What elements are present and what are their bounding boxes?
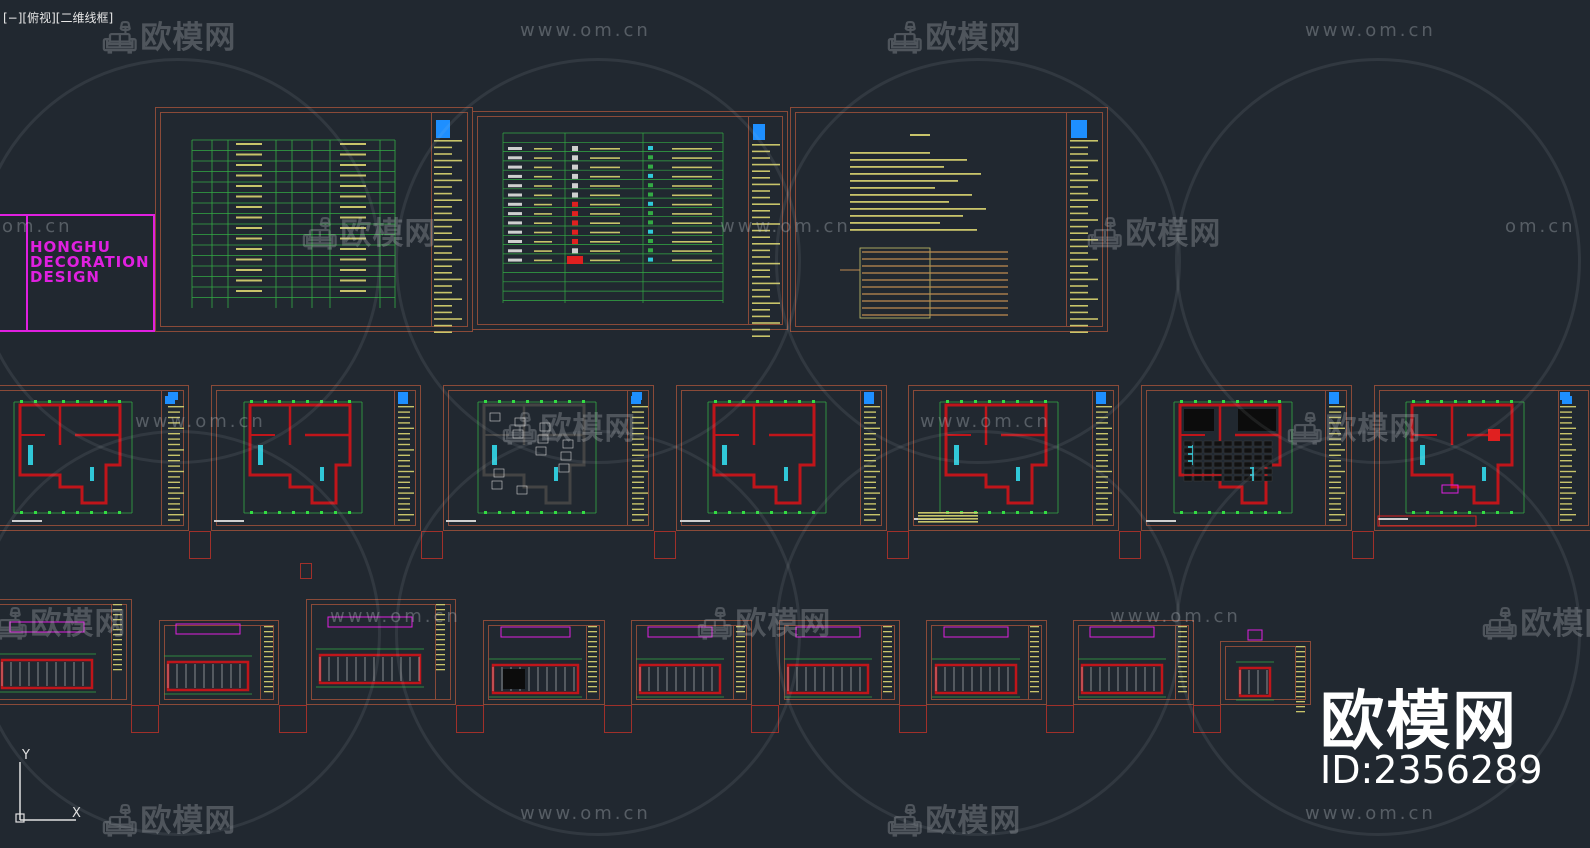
ucs-icon: Y X [14,748,94,828]
watermark-sofa-icon: 🛋 [100,20,141,56]
watermark-ring [775,58,1181,464]
watermark-url: om.cn [1505,216,1576,237]
watermark-sofa-icon: 🛋 [300,216,341,252]
watermark-url: www.om.cn [720,216,851,237]
watermark-logo: 🛋欧模网 [1285,411,1422,447]
watermark-ring [1175,430,1581,836]
watermark-url: www.om.cn [920,411,1051,432]
watermark-logo: 🛋欧模网 [100,20,237,56]
watermark-logo: 🛋欧模网 [300,216,437,252]
watermark-ring [0,430,381,836]
watermark-logo: 🛋欧模网 [0,598,126,643]
watermark-logo: 🛋欧模网 [1085,216,1222,252]
watermark-sofa-icon: 🛋 [0,606,31,642]
watermark-model-id: ID:2356289 [1320,748,1543,792]
watermark-brand-large: 欧模网 [1320,685,1518,759]
watermark-url: om.cn [2,216,73,237]
watermark-logo: 🛋欧模网 [500,411,637,447]
watermark-sofa-icon: 🛋 [100,803,141,839]
watermark-sofa-icon: 🛋 [695,606,736,642]
watermark-logo: 🛋欧模网 [100,803,237,839]
watermark-url: www.om.cn [135,411,266,432]
watermark-sofa-icon: 🛋 [1285,411,1326,447]
watermark-sofa-icon: 🛋 [885,803,926,839]
watermark-ring [775,430,1181,836]
watermark-url: www.om.cn [1305,803,1436,824]
watermark-sofa-icon: 🛋 [500,411,541,447]
viewport-controls-label[interactable]: [−][俯视][二维线框] [3,11,114,25]
ucs-x-label: X [72,806,81,821]
watermark-sofa-icon: 🛋 [885,20,926,56]
ucs-y-label: Y [22,748,30,763]
watermark-sofa-icon: 🛋 [1085,216,1126,252]
watermark-url: www.om.cn [1305,20,1436,41]
watermark-logo: 🛋欧模网 [885,803,1022,839]
watermark-logo: 🛋欧模网 [695,606,832,642]
watermark-logo: 🛋欧模网 [1480,606,1590,642]
watermark-url: www.om.cn [520,20,651,41]
watermark-url: www.om.cn [520,803,651,824]
watermark-url: www.om.cn [1110,606,1241,627]
watermark-url: www.om.cn [330,606,461,627]
watermark-logo: 🛋欧模网 [885,20,1022,56]
watermark-sofa-icon: 🛋 [1480,606,1521,642]
